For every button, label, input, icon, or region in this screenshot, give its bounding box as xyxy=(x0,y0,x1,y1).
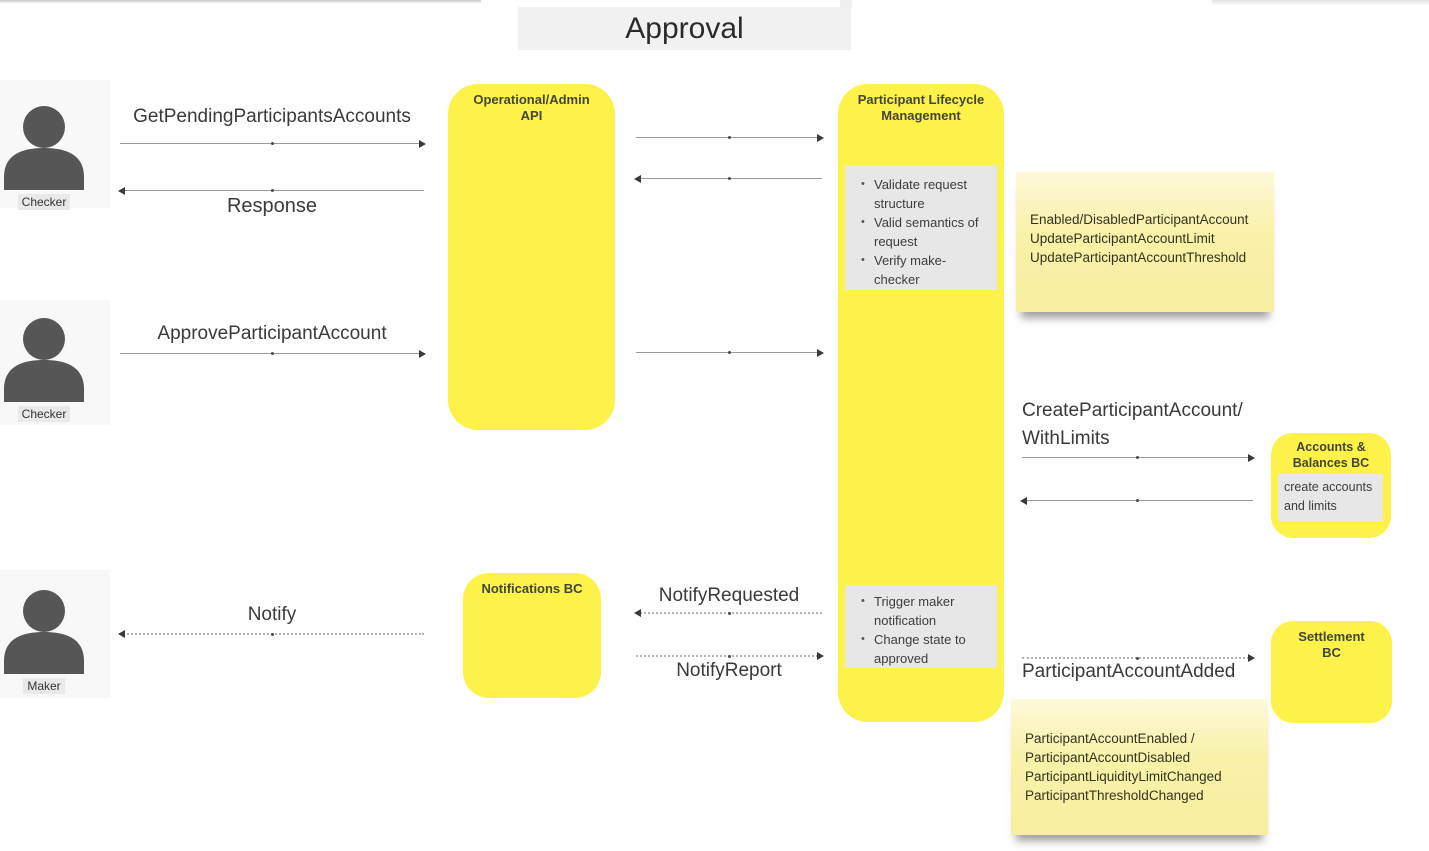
msg-create-account-arrow xyxy=(1022,453,1255,462)
actor-label: Checker xyxy=(17,194,71,210)
sticky-line: UpdateParticipantAccountThreshold xyxy=(1030,250,1247,265)
sticky-line: ParticipantLiquidityLimitChanged xyxy=(1025,769,1222,784)
msg-response-label: Response xyxy=(226,195,318,217)
sticky-line: UpdateParticipantAccountLimit xyxy=(1030,231,1215,246)
person-icon xyxy=(4,590,84,674)
sticky-note-changed-events: ParticipantAccountEnabled / ParticipantA… xyxy=(1011,699,1268,835)
msg-notify-arrow xyxy=(118,630,424,638)
sticky-line: ParticipantAccountDisabled xyxy=(1025,750,1191,765)
msg-notify-report-arrow xyxy=(636,652,824,660)
node-title: Participant Lifecycle Management xyxy=(857,92,985,123)
node-operational-admin-api: Operational/Admin API xyxy=(448,84,615,430)
accounts-note: create accounts and limits xyxy=(1284,480,1373,513)
node-settlement-bc: Settlement BC xyxy=(1271,621,1392,723)
msg-create-account-label-line2: WithLimits xyxy=(1022,428,1110,449)
node-title: Operational/Admin API xyxy=(473,92,590,123)
msg-get-pending-label: GetPendingParticipantsAccounts xyxy=(133,106,411,127)
node-notifications-bc: Notifications BC xyxy=(463,573,601,698)
accounts-note-panel: create accounts and limits xyxy=(1278,474,1383,521)
person-icon xyxy=(4,318,84,402)
node-title: Settlement BC xyxy=(1298,629,1365,660)
msg-notify-report-label: NotifyReport xyxy=(676,660,782,681)
check-item: Validate request structure xyxy=(859,175,991,213)
msg-notify-label: Notify xyxy=(247,604,297,625)
check-item: Valid semantics of request xyxy=(859,213,991,251)
msg-create-account-label-line1: CreateParticipantAccount/ xyxy=(1022,400,1243,421)
check-item: Verify make-checker xyxy=(859,251,991,289)
actor-checker-2: Checker xyxy=(0,318,88,422)
page-title: Approval xyxy=(518,7,851,50)
sticky-line: Enabled/DisabledParticipantAccount xyxy=(1030,212,1249,227)
plm-to-api-arrow xyxy=(634,174,822,183)
node-accounts-balances-bc: Accounts & Balances BC create accounts a… xyxy=(1271,433,1391,538)
plm-validation-panel: Validate request structure Valid semanti… xyxy=(845,165,997,290)
action-item: Change state to approved xyxy=(859,630,991,668)
action-item: Trigger maker notification xyxy=(859,592,991,630)
api-to-plm-arrow-1 xyxy=(636,133,824,142)
msg-account-added-arrow xyxy=(1022,654,1255,662)
msg-get-pending-arrow xyxy=(120,139,426,148)
msg-notify-requested-label: NotifyRequested xyxy=(658,585,800,606)
actor-checker-1: Checker xyxy=(0,106,88,210)
sticky-note-update-events: Enabled/DisabledParticipantAccount Updat… xyxy=(1016,172,1274,312)
msg-response-arrow xyxy=(118,186,424,195)
msg-account-added-label: ParticipantAccountAdded xyxy=(1022,661,1236,682)
plm-actions-panel: Trigger maker notification Change state … xyxy=(845,585,997,668)
top-edge-artifact-mid xyxy=(840,0,852,8)
node-participant-lifecycle-management: Participant Lifecycle Management Validat… xyxy=(838,84,1004,722)
node-title: Accounts & Balances BC xyxy=(1292,440,1370,470)
person-icon xyxy=(4,106,84,190)
top-edge-artifact-right xyxy=(1212,0,1429,5)
msg-accounts-response-arrow xyxy=(1020,496,1253,505)
msg-notify-requested-arrow xyxy=(634,609,822,617)
sticky-line: ParticipantAccountEnabled / xyxy=(1025,731,1195,746)
actor-label: Maker xyxy=(23,678,65,694)
top-edge-artifact-left xyxy=(0,0,481,3)
api-to-plm-arrow-2 xyxy=(636,348,824,357)
actor-maker: Maker xyxy=(0,590,88,694)
node-title: Notifications BC xyxy=(481,581,583,596)
msg-approve-label: ApproveParticipantAccount xyxy=(157,323,387,344)
actor-label: Checker xyxy=(17,406,71,422)
msg-approve-arrow xyxy=(120,349,426,358)
sticky-line: ParticipantThresholdChanged xyxy=(1025,788,1204,803)
